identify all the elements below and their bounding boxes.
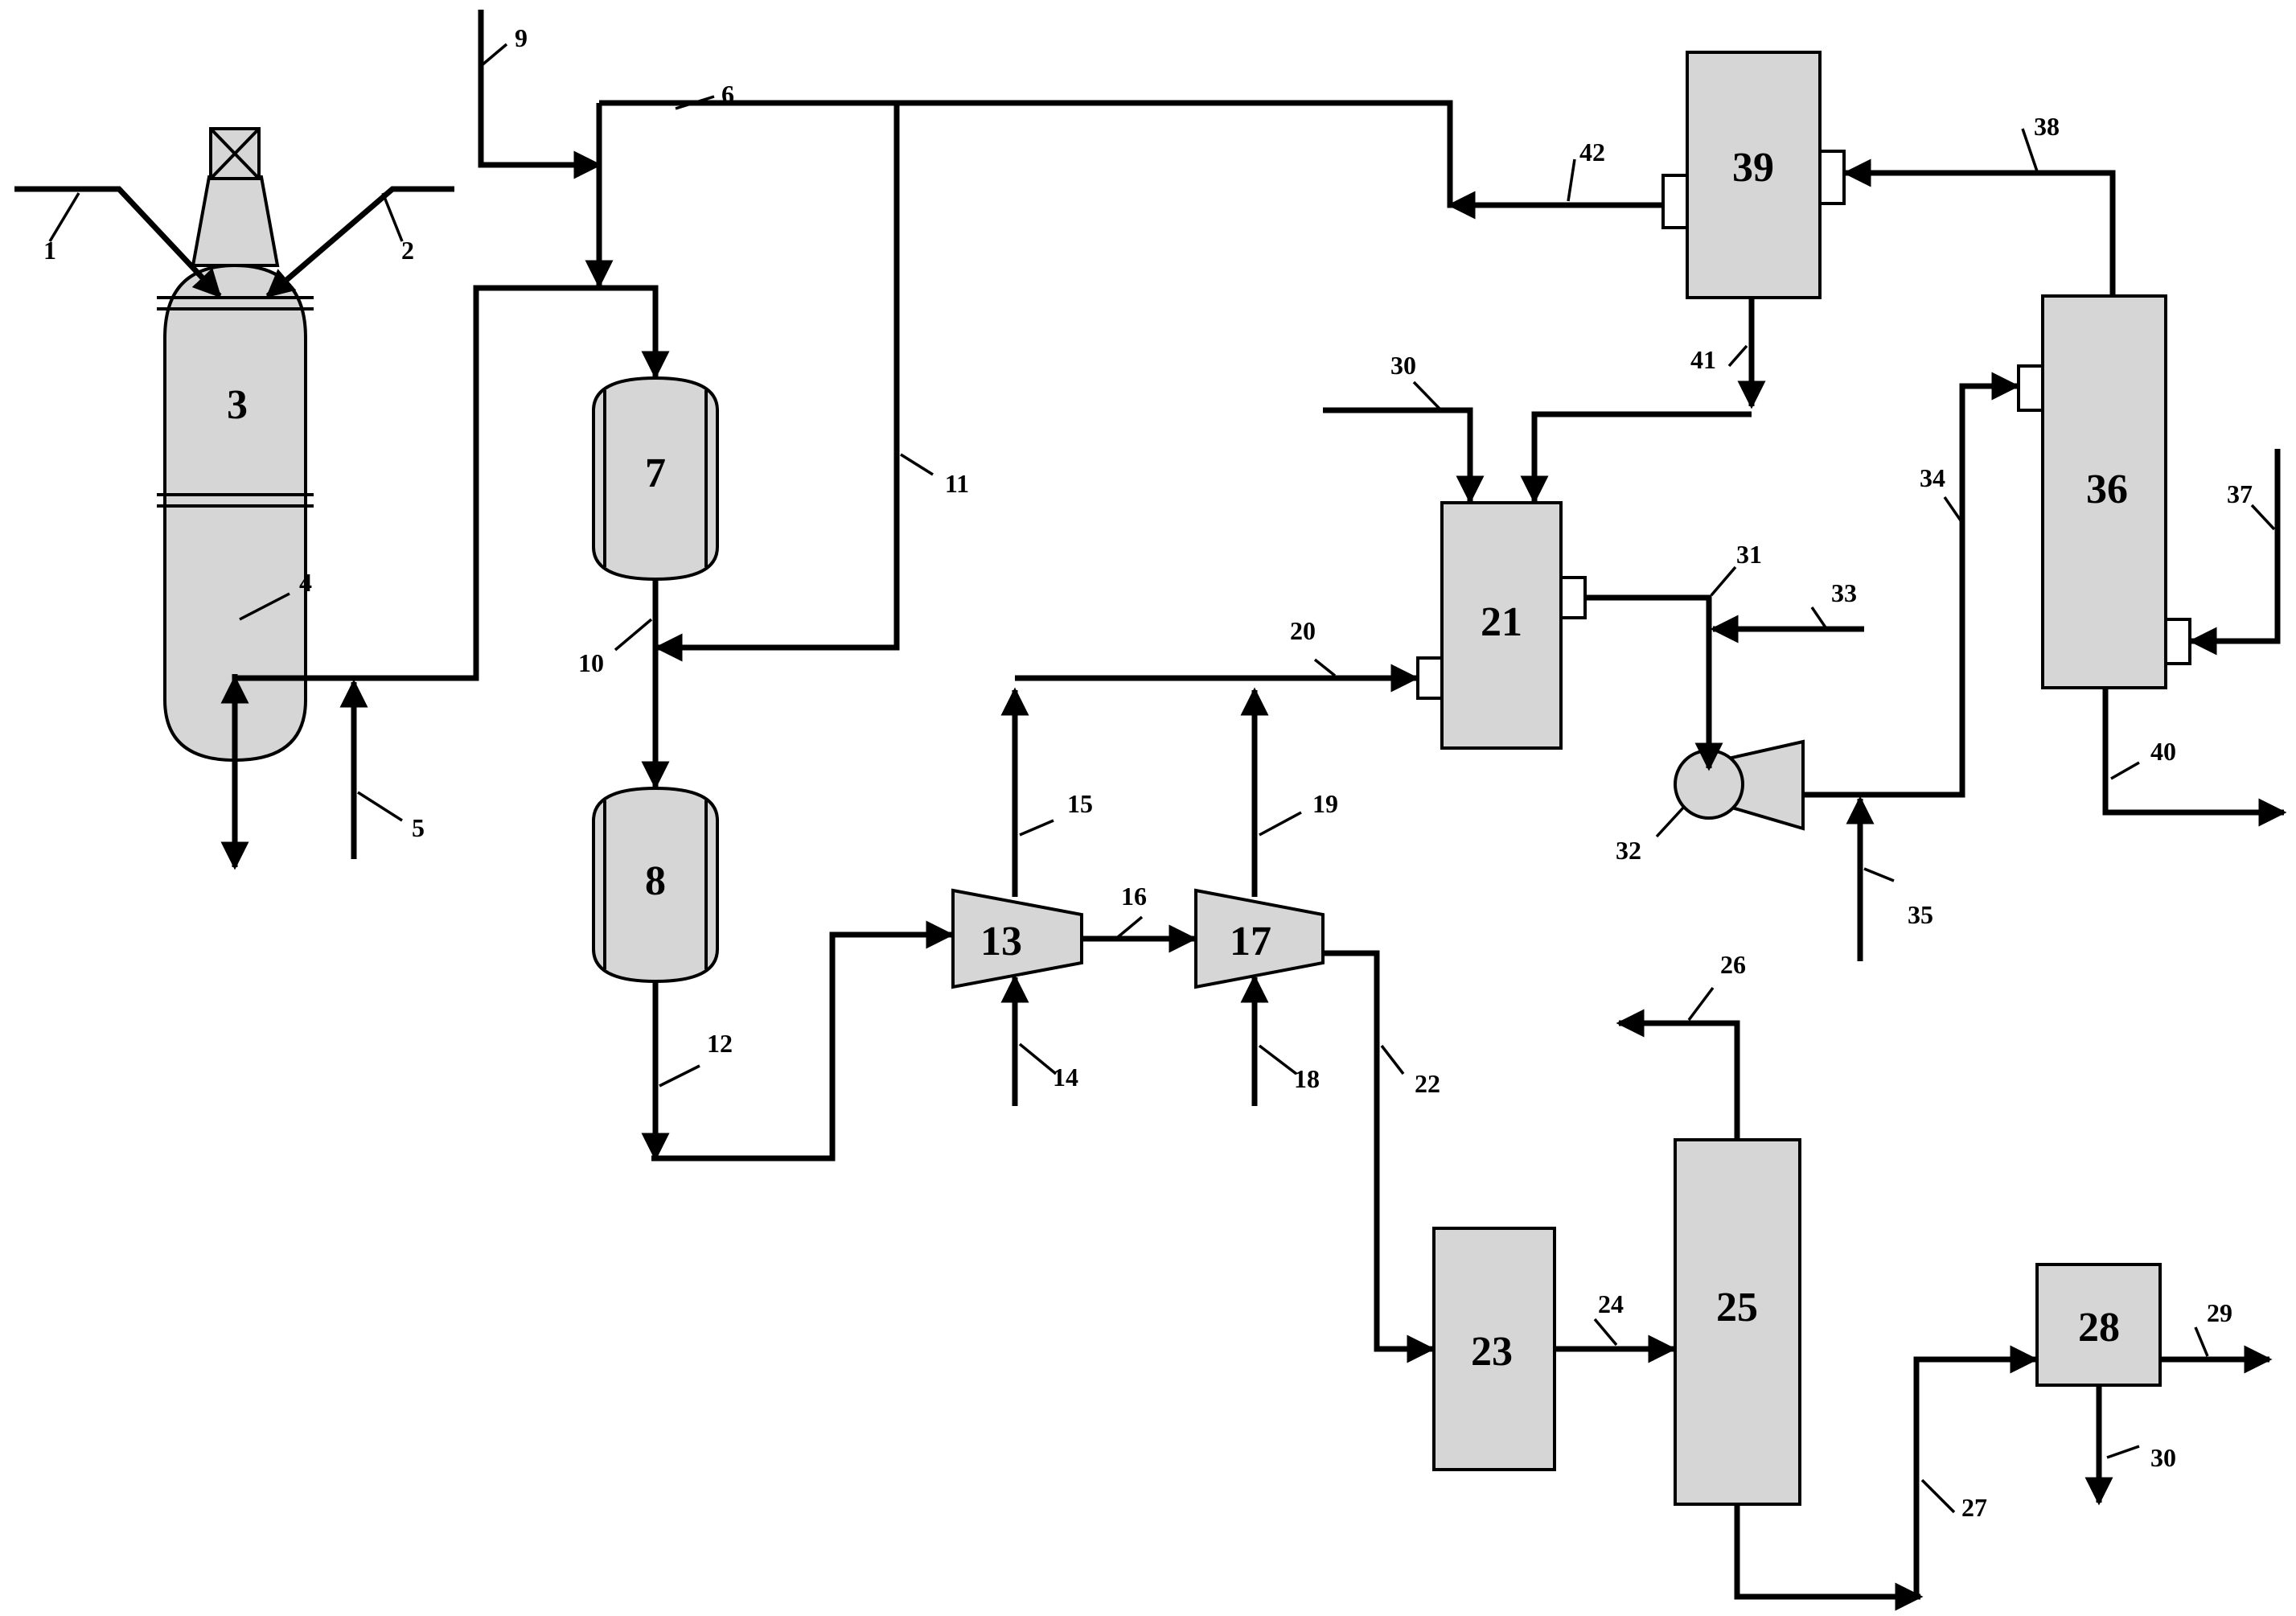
stream-label-19: 19: [1312, 789, 1338, 818]
stream-label-14: 14: [1053, 1063, 1078, 1092]
stream-label-37: 37: [2227, 479, 2253, 508]
process-lines: [14, 10, 2284, 1597]
vessel-8: 8: [594, 788, 717, 981]
stream-label-24: 24: [1598, 1289, 1624, 1318]
line-stream-26: [1619, 1023, 1737, 1140]
separator-39: 39: [1663, 52, 1844, 298]
stream-label-18: 18: [1294, 1064, 1320, 1093]
line-stream-41b: [1534, 414, 1752, 501]
stream-label-27: 27: [1961, 1493, 1987, 1522]
line-stream-27a: [1737, 1504, 1920, 1597]
stream-label-38: 38: [2034, 112, 2060, 141]
stream-label-6: 6: [721, 80, 734, 109]
line-stream-31: [1585, 598, 1709, 768]
line-stream-27: [1916, 1359, 2035, 1597]
equipment-label-28: 28: [2078, 1305, 2120, 1351]
equipment-label-13: 13: [980, 919, 1022, 964]
line-stream-30a: [1323, 410, 1470, 501]
stream-label-15: 15: [1067, 789, 1093, 818]
stream-label-30-top: 30: [1390, 351, 1416, 380]
stream-label-22: 22: [1415, 1069, 1440, 1098]
line-stream-9: [481, 10, 599, 165]
stream-label-34: 34: [1920, 463, 1945, 492]
stream-label-31: 31: [1736, 540, 1762, 569]
line-stream-6: [599, 103, 1663, 205]
stream-label-41: 41: [1690, 345, 1716, 374]
equipment-label-8: 8: [645, 858, 666, 904]
line-stream-2: [268, 189, 454, 296]
compressor-13: 13: [953, 890, 1082, 987]
equipment-label-21: 21: [1481, 599, 1522, 645]
equipment-label-17: 17: [1230, 919, 1271, 964]
equipment-label-3: 3: [227, 382, 248, 428]
vessel-28: 28: [2037, 1264, 2160, 1385]
stream-label-9: 9: [515, 23, 528, 52]
stream-label-1: 1: [43, 236, 56, 265]
column-25: 25: [1675, 1140, 1800, 1504]
reactor-3: 3: [157, 129, 314, 760]
leader-lines: [50, 44, 2274, 1512]
line-stream-37: [2191, 449, 2278, 641]
column-21: 21: [1418, 503, 1585, 748]
stream-label-20: 20: [1290, 616, 1316, 645]
column-36: 36: [2019, 296, 2190, 688]
stream-label-5: 5: [412, 813, 425, 842]
stream-label-4: 4: [299, 568, 312, 597]
stream-label-10: 10: [578, 648, 604, 677]
stream-label-42: 42: [1579, 138, 1605, 167]
stream-label-26: 26: [1720, 950, 1746, 979]
line-stream-22: [1323, 953, 1432, 1349]
stream-label-40: 40: [2150, 737, 2176, 766]
equipment-label-7: 7: [645, 450, 666, 496]
stream-labels: 1 2 4 5 6 9 10 11 12 14 15 16 18 19 20 2…: [43, 23, 2253, 1522]
line-stream-40: [2105, 688, 2284, 812]
equipment-label-25: 25: [1716, 1285, 1758, 1330]
equipment-label-36: 36: [2086, 467, 2128, 512]
stream-label-35: 35: [1908, 900, 1933, 929]
vessel-23: 23: [1434, 1228, 1555, 1470]
compressor-17: 17: [1196, 890, 1323, 987]
equipment-label-23: 23: [1471, 1329, 1513, 1375]
stream-label-29: 29: [2207, 1298, 2232, 1327]
stream-label-2: 2: [401, 236, 414, 265]
equipment-label-39: 39: [1732, 145, 1774, 191]
stream-label-11: 11: [945, 469, 969, 498]
stream-label-30-bottom: 30: [2150, 1443, 2176, 1472]
stream-label-16: 16: [1121, 882, 1147, 911]
vessel-7: 7: [594, 378, 717, 579]
equipment-label-32: 32: [1616, 836, 1641, 865]
line-stream-38: [1846, 173, 2113, 296]
stream-label-33: 33: [1831, 578, 1857, 607]
stream-label-12: 12: [707, 1029, 733, 1058]
